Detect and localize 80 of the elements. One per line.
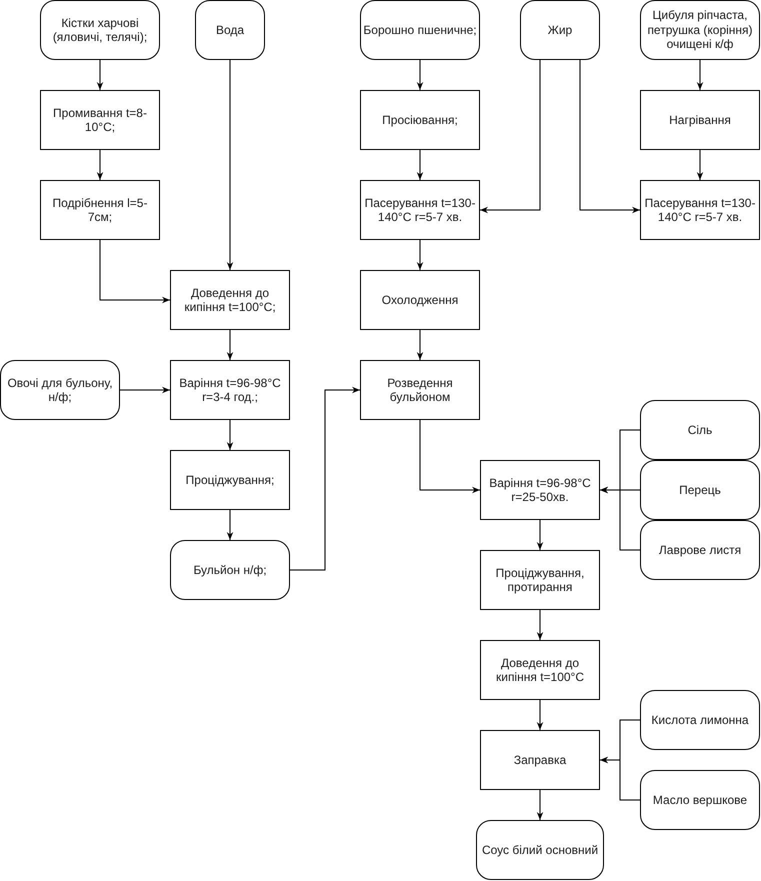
box-label: Масло вершкове bbox=[652, 792, 748, 808]
box-label: Розведення бульйоном bbox=[386, 376, 454, 404]
connector-arrow bbox=[536, 700, 544, 730]
box-label: Варіння t=96-98°C r=25-50хв. bbox=[488, 476, 592, 504]
connector-arrow bbox=[696, 60, 704, 90]
process-box bbox=[170, 360, 290, 420]
box-label: Промивання t=8-10°C; bbox=[52, 106, 148, 134]
process-box bbox=[480, 640, 600, 700]
process-box bbox=[40, 90, 160, 150]
connector-arrow bbox=[226, 420, 234, 450]
process-box bbox=[480, 550, 600, 610]
rounded-box bbox=[476, 820, 604, 880]
box-label: Доведення до кипіння t=100°C bbox=[494, 656, 586, 684]
box-label: Кислота лимонна bbox=[651, 712, 749, 728]
box-label: Перець bbox=[679, 482, 721, 498]
connector-arrow bbox=[120, 386, 170, 394]
process-box bbox=[360, 270, 480, 330]
connector-arrow bbox=[600, 756, 640, 800]
connector-arrow bbox=[480, 60, 540, 214]
connector-arrow bbox=[226, 510, 234, 540]
connector-arrow bbox=[226, 60, 234, 270]
rounded-box bbox=[360, 0, 480, 60]
connector-arrow bbox=[96, 60, 104, 90]
rounded-box bbox=[170, 540, 290, 600]
box-label: Охолодження bbox=[382, 292, 458, 308]
rounded-box bbox=[520, 0, 600, 60]
connector-arrow bbox=[536, 790, 544, 820]
box-label: Варіння t=96-98°C r=3-4 год.; bbox=[178, 376, 282, 404]
process-box bbox=[170, 450, 290, 510]
box-label: Подрібнення l=5-7см; bbox=[52, 196, 148, 224]
box-label: Кістки харчові (яловичі, телячі); bbox=[52, 16, 148, 44]
box-label: Вода bbox=[216, 22, 244, 38]
rounded-box bbox=[640, 0, 760, 60]
box-label: Доведення до кипіння t=100°C; bbox=[183, 286, 277, 314]
box-label: Лаврове листя bbox=[658, 542, 742, 558]
box-label: Проціджування, протирання bbox=[494, 566, 586, 594]
box-label: Пасерування t=130-140°C r=5-7 хв. bbox=[364, 196, 476, 224]
rounded-box bbox=[40, 0, 160, 60]
box-label: Овочі для бульону, н/ф; bbox=[6, 376, 114, 404]
rounded-box bbox=[640, 690, 760, 750]
box-label: Просіювання; bbox=[382, 112, 458, 128]
rounded-box bbox=[195, 0, 265, 60]
connector-arrow bbox=[416, 330, 424, 360]
box-label: Жир bbox=[548, 22, 572, 38]
connector-arrow bbox=[100, 240, 170, 304]
rounded-box bbox=[640, 400, 760, 460]
connector-arrow bbox=[290, 386, 360, 570]
box-label: Нагрівання bbox=[669, 112, 731, 128]
process-box bbox=[480, 730, 600, 790]
rounded-box bbox=[640, 460, 760, 520]
connector-arrow bbox=[420, 420, 480, 494]
connector-arrow bbox=[600, 486, 640, 550]
box-label: Заправка bbox=[514, 752, 566, 768]
box-label: Цибуля ріпчаста, петрушка (коріння) очищені к/ф bbox=[646, 8, 754, 52]
connector-arrow bbox=[416, 60, 424, 90]
box-label: Пасерування t=130-140°C r=5-7 хв. bbox=[644, 196, 756, 224]
box-label: Борошно пшеничне; bbox=[363, 22, 477, 38]
connector-arrow bbox=[536, 610, 544, 640]
process-box bbox=[640, 90, 760, 150]
connector-arrow bbox=[696, 150, 704, 180]
connector-arrow bbox=[96, 150, 104, 180]
connector-arrow bbox=[416, 150, 424, 180]
box-label: Сіль bbox=[688, 422, 712, 438]
connector-arrow bbox=[536, 520, 544, 550]
process-box bbox=[640, 180, 760, 240]
box-label: Бульйон н/ф; bbox=[193, 562, 267, 578]
rounded-box bbox=[0, 360, 120, 420]
connector-arrow bbox=[226, 330, 234, 360]
process-box bbox=[360, 180, 480, 240]
process-box bbox=[360, 90, 480, 150]
process-box bbox=[170, 270, 290, 330]
process-box bbox=[40, 180, 160, 240]
rounded-box bbox=[640, 770, 760, 830]
rounded-box bbox=[640, 520, 760, 580]
connector-arrow bbox=[580, 60, 640, 214]
process-box bbox=[480, 460, 600, 520]
box-label: Соус білий основний bbox=[482, 842, 598, 858]
process-box bbox=[360, 360, 480, 420]
connector-arrow bbox=[416, 240, 424, 270]
box-label: Проціджування; bbox=[186, 472, 274, 488]
